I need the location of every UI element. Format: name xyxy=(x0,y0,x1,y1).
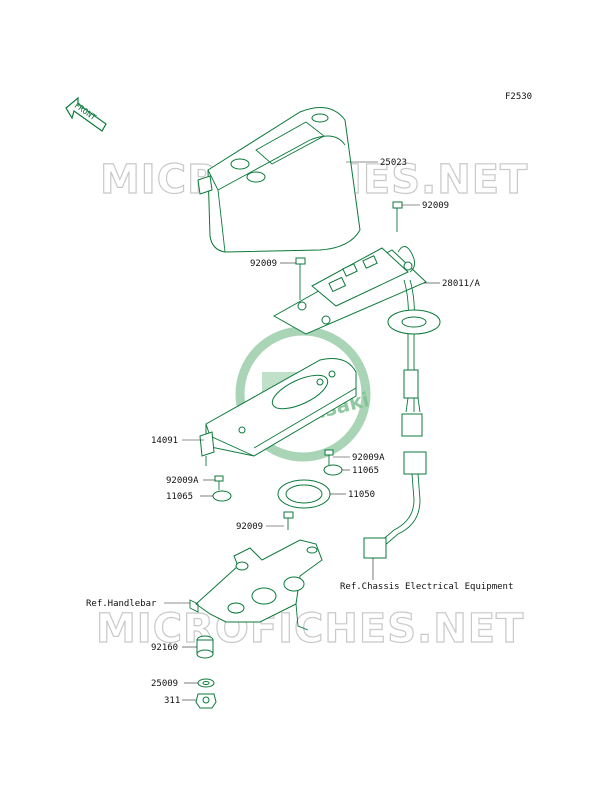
bracket-ring-11050-part xyxy=(277,479,331,509)
washer-25009-part xyxy=(197,678,215,688)
figure-code: F2530 xyxy=(505,92,532,102)
label-92009-lower: 92009 xyxy=(236,522,263,532)
screw-92009a-left-part xyxy=(214,475,224,490)
label-28011a: 28011/A xyxy=(442,279,481,289)
cap-11065-left-part xyxy=(212,490,232,502)
cap-11065-right-part xyxy=(323,464,343,476)
label-92009a-left: 92009A xyxy=(166,476,199,486)
meter-assembly-part xyxy=(272,246,441,437)
label-11065-right: 11065 xyxy=(352,466,379,476)
label-11065-left: 11065 xyxy=(166,492,193,502)
screw-92009-lower-part xyxy=(283,511,294,530)
label-92160: 92160 xyxy=(151,643,178,653)
label-92009a-right: 92009A xyxy=(352,453,385,463)
label-92009-top: 92009 xyxy=(422,201,449,211)
meter-cover-part xyxy=(197,107,361,253)
screw-92009a-right-part xyxy=(324,449,334,466)
screw-92009-top-part xyxy=(392,201,403,232)
label-25009: 25009 xyxy=(151,679,178,689)
label-92009-left: 92009 xyxy=(250,259,277,269)
front-arrow-icon: FRONT xyxy=(65,96,107,132)
label-25023: 25023 xyxy=(380,158,407,168)
leader-lines xyxy=(164,161,440,701)
label-14091: 14091 xyxy=(151,436,178,446)
screw-92009-left-part xyxy=(295,257,306,300)
harness-connector-part xyxy=(363,451,427,559)
meter-case-part xyxy=(199,358,357,466)
label-11050: 11050 xyxy=(348,490,375,500)
watermark-bottom: MICROFICHES.NET xyxy=(96,606,524,652)
label-ref-chassis: Ref.Chassis Electrical Equipment xyxy=(340,582,513,592)
label-ref-handlebar: Ref.Handlebar xyxy=(86,599,157,609)
nut-311-part xyxy=(195,693,217,709)
handlebar-bracket-part xyxy=(189,539,323,631)
grommet-92160-part xyxy=(196,635,214,659)
label-311: 311 xyxy=(164,696,180,706)
